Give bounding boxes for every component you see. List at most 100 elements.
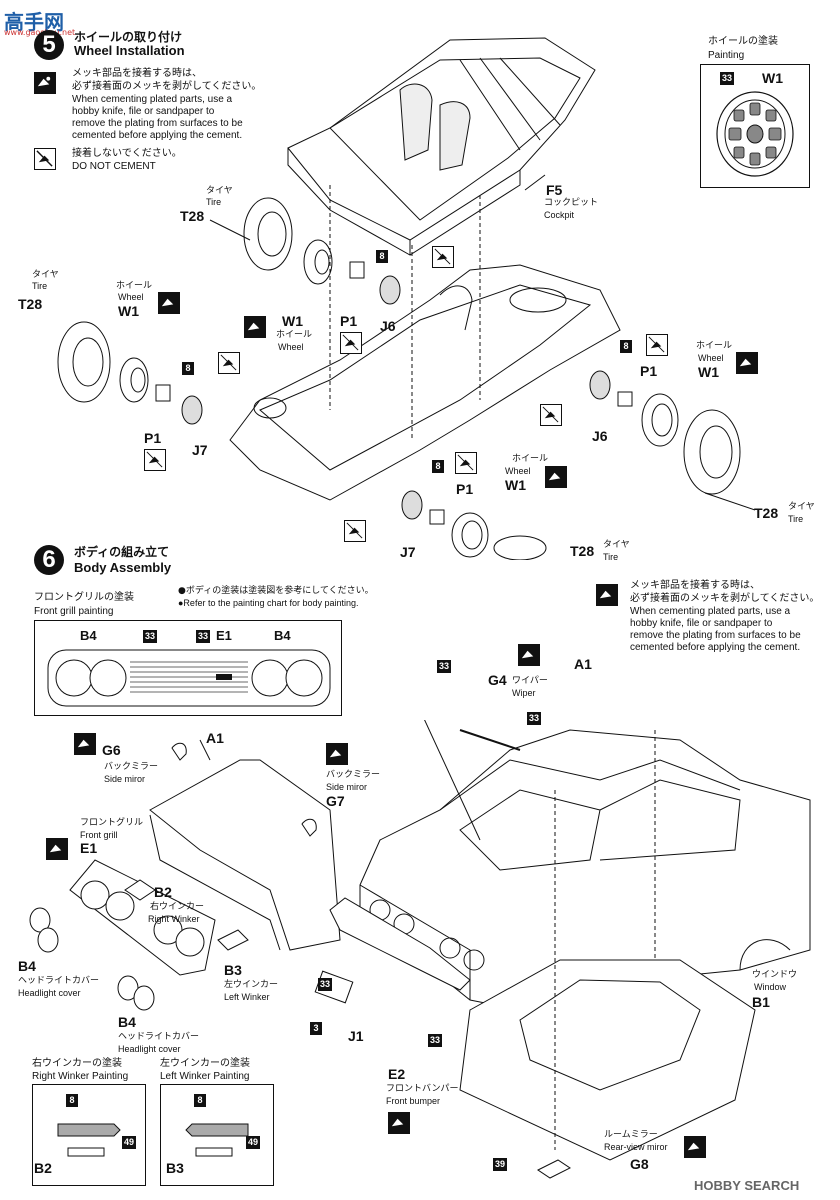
step5-note-en-3: remove the plating from surfaces to be	[72, 118, 243, 129]
a1-full-label: A1	[574, 656, 592, 672]
step6-number: 6	[34, 545, 64, 575]
b3-label: B3	[224, 962, 242, 978]
grill-title-jp: フロントグリルの塗装	[34, 592, 134, 603]
wheel-paint-drawing	[716, 91, 794, 177]
no-cement-icon	[34, 148, 56, 170]
p1-front-right: P1	[640, 363, 658, 379]
step6-plated-en-3: remove the plating from surfaces to be	[630, 630, 801, 641]
lwink-paint-box	[160, 1084, 274, 1186]
rwink-paint-jp: 右ウインカーの塗装	[32, 1058, 122, 1069]
step6-plated-jp-1: メッキ部品を接着する時は、	[630, 580, 760, 591]
no-cement-icon-e	[646, 334, 668, 356]
wheel-l-en: Wheel	[118, 292, 144, 302]
b3-jp: 左ウインカー	[224, 980, 279, 990]
grill-code-a: 33	[143, 630, 157, 643]
wheel-fr-jp: ホイール	[696, 341, 733, 351]
no-cement-icon-f	[540, 404, 562, 426]
code8-d: 8	[432, 460, 444, 473]
g8-label: G8	[630, 1156, 649, 1172]
grill-title-en: Front grill painting	[34, 606, 114, 617]
t28-rear-right: T28	[180, 208, 205, 224]
j6-rear: J6	[380, 318, 396, 334]
wiper-code-a: 33	[437, 660, 451, 673]
step5-note-en-4: cemented before applying the cement.	[72, 130, 243, 141]
j7-front: J7	[400, 544, 416, 560]
bumper-code-b: 33	[428, 1034, 442, 1047]
plated-icon-a	[158, 292, 180, 314]
lwink-drawing	[185, 1123, 249, 1157]
w1-rear-left: W1	[118, 303, 139, 319]
b2-en: Right Winker	[148, 914, 200, 924]
watermark-bottom: HOBBY SEARCH	[694, 1178, 799, 1193]
wheel-rr-en: Wheel	[278, 342, 304, 352]
g6-jp: バックミラー	[104, 762, 159, 772]
wiper-en: Wiper	[512, 688, 536, 698]
no-cement-icon-b	[340, 332, 362, 354]
w1-front-left: W1	[505, 477, 526, 493]
wheel-rr-jp: ホイール	[276, 330, 313, 340]
t28-front-left: T28	[570, 543, 595, 559]
tire-fr-en: Tire	[788, 514, 804, 524]
b2-label: B2	[154, 884, 172, 900]
tire-fl-en: Tire	[603, 552, 619, 562]
b4-label-b: B4	[118, 1014, 136, 1030]
wheel-l-jp: ホイール	[116, 281, 153, 291]
no-cement-icon-d	[144, 449, 166, 471]
step6-title-jp: ボディの組み立て	[74, 545, 170, 559]
step5-title-en: Wheel Installation	[74, 43, 185, 58]
step6-plated-en-2: hobby knife, file or sandpaper to	[630, 618, 773, 629]
no-cement-icon-c	[218, 352, 240, 374]
step5-note-en-2: hobby knife, file or sandpaper to	[72, 106, 215, 117]
g8-plated-icon	[684, 1136, 706, 1158]
step5-note-jp-1: メッキ部品を接着する時は、	[72, 68, 202, 79]
t28-front-right: T28	[754, 505, 779, 521]
b3-en: Left Winker	[224, 992, 270, 1002]
code8-b: 8	[182, 362, 194, 375]
step6-title-en: Body Assembly	[74, 560, 172, 575]
lwink-code49: 49	[246, 1136, 260, 1149]
step5-note-jp-2: 必ず接着面のメッキを剥がしてください。	[72, 81, 262, 92]
g6-label: G6	[102, 742, 121, 758]
wheel-paint-part: W1	[762, 70, 783, 86]
step5-number: 5	[34, 30, 64, 60]
rwink-code49: 49	[122, 1136, 136, 1149]
frontgrill-jp: フロントグリル	[80, 818, 144, 828]
b4-a-en: Headlight cover	[18, 988, 81, 998]
wheel-fl-en: Wheel	[505, 466, 531, 476]
b1-en: Window	[754, 982, 787, 992]
e2-jp: フロントバンパー	[386, 1084, 459, 1094]
lwink-paint-en: Left Winker Painting	[160, 1071, 250, 1082]
no-cement-icon-h	[344, 520, 366, 542]
g7-en: Side miror	[326, 782, 368, 792]
step6-note-en: ●Refer to the painting chart for body pa…	[178, 598, 359, 608]
wheel-paint-code: 33	[720, 72, 734, 85]
p1-rear-right: P1	[340, 313, 358, 329]
e2-label: E2	[388, 1066, 406, 1082]
rwink-drawing	[57, 1123, 121, 1157]
step6-assembly-drawing	[29, 720, 811, 1179]
rwink-b2: B2	[34, 1160, 52, 1176]
g6-plated-icon	[74, 733, 96, 755]
w1-front-right: W1	[698, 364, 719, 380]
no-cement-jp: 接着しないでください。	[72, 148, 182, 159]
b2-jp: 右ウインカー	[150, 902, 205, 912]
wheel-painting-title-en: Painting	[708, 50, 745, 61]
tire-fl-jp: タイヤ	[603, 540, 630, 550]
b4-b-en: Headlight cover	[118, 1044, 181, 1054]
no-cement-en: DO NOT CEMENT	[72, 161, 156, 172]
w1-rear-right: W1	[282, 313, 303, 329]
wheel-painting-box	[700, 64, 810, 188]
no-cement-icon-g	[455, 452, 477, 474]
a1-front-label: A1	[206, 730, 224, 746]
tire-l-jp: タイヤ	[32, 270, 59, 280]
j6-front: J6	[592, 428, 608, 444]
b1-label: B1	[752, 994, 770, 1010]
rwink-paint-en: Right Winker Painting	[32, 1071, 129, 1082]
e2-en: Front bumper	[386, 1096, 441, 1106]
g7-jp: バックミラー	[326, 770, 381, 780]
grill-code-b: 33	[196, 630, 210, 643]
grill-b4-left: B4	[80, 628, 97, 643]
f5-label-en: Cockpit	[544, 210, 575, 220]
g6-en: Side miror	[104, 774, 146, 784]
g7-label: G7	[326, 793, 345, 809]
